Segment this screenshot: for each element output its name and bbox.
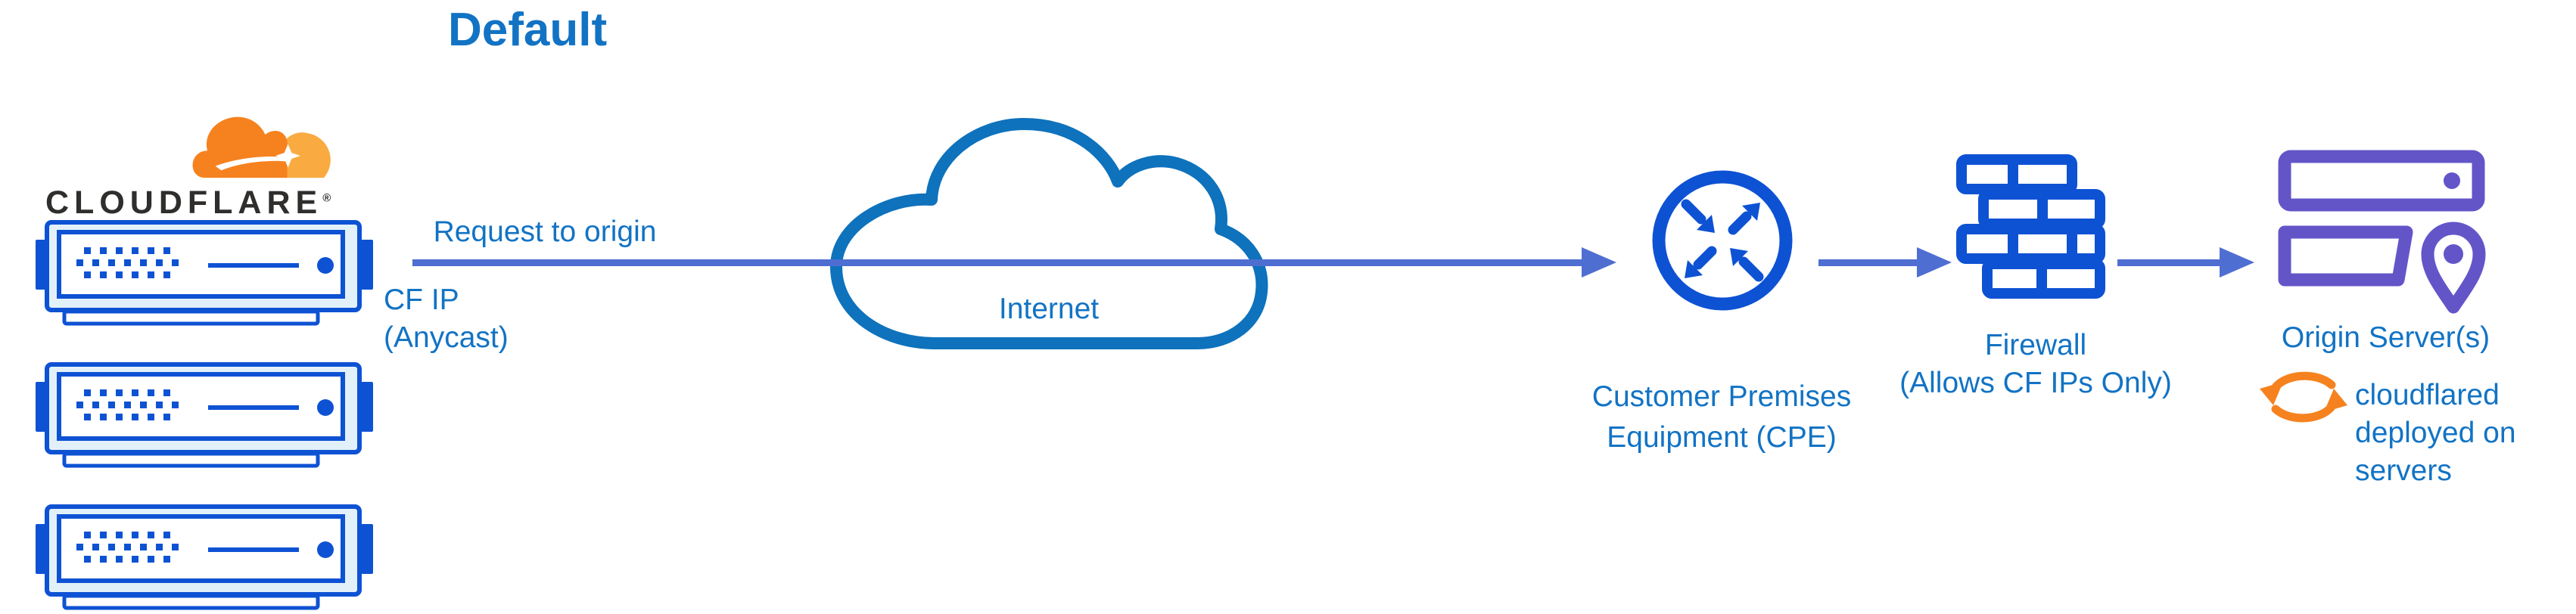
page-title: Default	[448, 4, 608, 56]
cloudflare-wordmark: CLOUDFLARE®	[45, 185, 331, 222]
cpe-label: Customer Premises Equipment (CPE)	[1570, 377, 1873, 458]
location-pin-dot	[2444, 244, 2463, 264]
server-vent-dots	[76, 532, 179, 563]
firewall-label-line1: Firewall	[1984, 329, 2087, 361]
firewall-icon	[1955, 153, 2117, 301]
server-power-dot	[317, 399, 334, 416]
firewall-label: Firewall (Allows CF IPs Only)	[1846, 327, 2225, 402]
cpe-label-line1: Customer Premises	[1591, 380, 1852, 413]
cpe-arrow-shafts	[1681, 199, 1764, 282]
logo-light-cloud-shape	[284, 132, 331, 178]
flow-line-request	[412, 259, 1582, 266]
flow-line-firewall-to-origin	[2117, 259, 2220, 266]
arrowhead-to-cpe	[1582, 247, 1616, 278]
cf-ip-line1: CF IP	[384, 284, 459, 316]
server-power-dot	[317, 257, 334, 274]
sync-arrow-heads	[2260, 382, 2347, 412]
cloudflared-note-line2: deployed on	[2355, 417, 2516, 449]
sync-icon	[2255, 364, 2352, 429]
logo-dark-cloud-shape	[192, 116, 288, 178]
server-tray	[62, 451, 320, 468]
origin-servers-icon	[2272, 144, 2493, 321]
internet-label: Internet	[998, 293, 1100, 325]
firewall-brick-joints	[2008, 160, 2077, 293]
server-vent-dots	[76, 389, 179, 420]
cloudflare-cloud-icon	[192, 116, 331, 178]
logo-sparkle	[275, 144, 300, 168]
cloudflare-logo-icon	[191, 110, 339, 180]
server-tray	[62, 594, 320, 610]
cloudflare-wordmark-text: CLOUDFLARE	[45, 185, 323, 221]
request-to-origin-label: Request to origin	[433, 216, 657, 248]
server-power-dot	[317, 541, 334, 558]
server-right-tab	[361, 240, 373, 290]
server-tray	[62, 309, 320, 326]
cpe-ring	[1652, 170, 1793, 311]
flow-line-cpe-to-firewall	[1818, 259, 1917, 266]
logo-flare-swoosh	[215, 157, 291, 171]
firewall-brick-rows	[1956, 154, 2105, 299]
edge-server-icon	[36, 504, 373, 610]
edge-server-icon	[36, 362, 373, 468]
cloudflared-note-line1: cloudflared	[2355, 379, 2500, 411]
origin-server-top	[2278, 150, 2485, 212]
firewall-label-line2: (Allows CF IPs Only)	[1899, 367, 2172, 399]
cpe-arrow-heads	[1685, 203, 1760, 278]
server-face	[57, 372, 345, 441]
cloudflared-note: cloudflared deployed on servers	[2355, 377, 2516, 490]
server-face	[57, 230, 345, 299]
arrowhead-to-firewall	[1917, 247, 1952, 278]
origin-servers-label: Origin Server(s)	[2281, 321, 2490, 354]
server-right-tab	[361, 524, 373, 574]
origin-server-bottom	[2278, 225, 2413, 287]
edge-server-icon	[36, 220, 373, 326]
server-right-tab	[361, 382, 373, 432]
arrowhead-to-origin	[2220, 247, 2254, 278]
cf-ip-label: CF IP (Anycast)	[384, 281, 509, 357]
location-pin-icon	[2421, 222, 2486, 314]
cpe-label-line2: Equipment (CPE)	[1607, 421, 1837, 454]
registered-trademark: ®	[322, 191, 331, 205]
cloudflared-note-line3: servers	[2355, 454, 2452, 487]
cpe-router-icon	[1647, 165, 1798, 316]
origin-server-top-dot	[2444, 172, 2460, 189]
cf-ip-line2: (Anycast)	[384, 321, 509, 354]
server-face	[57, 514, 345, 583]
server-vent-dots	[76, 247, 179, 278]
